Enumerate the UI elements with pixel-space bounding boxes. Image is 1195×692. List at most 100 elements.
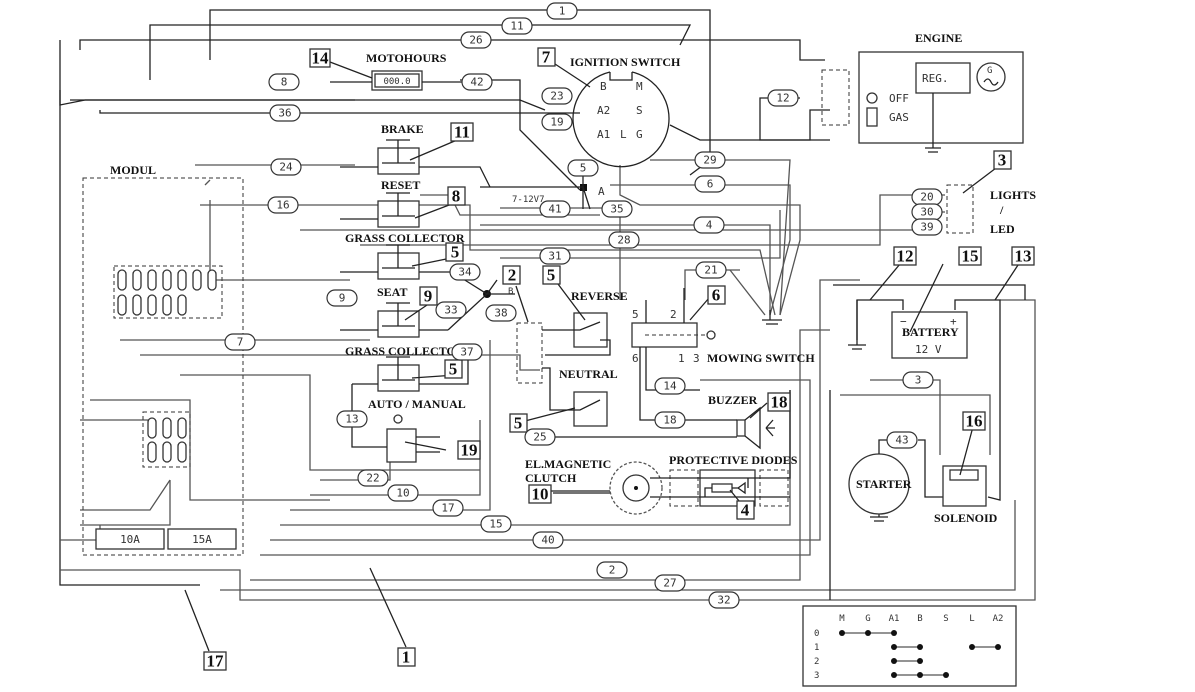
truth-table-dot bbox=[917, 644, 923, 650]
resistor-icon bbox=[711, 483, 733, 493]
svg-text:A1: A1 bbox=[597, 128, 610, 141]
wire-tag: 6 bbox=[694, 175, 726, 193]
generator-icon bbox=[976, 62, 1006, 92]
wire-tag: 21 bbox=[695, 261, 727, 279]
svg-text:3: 3 bbox=[693, 352, 700, 365]
svg-text:7-12V7: 7-12V7 bbox=[512, 195, 545, 205]
svg-text:32: 32 bbox=[717, 594, 730, 607]
engine-label: ENGINE bbox=[915, 31, 962, 45]
svg-text:6: 6 bbox=[712, 286, 721, 305]
ignition-switch-body bbox=[572, 71, 670, 168]
wire-tag: 17 bbox=[432, 499, 464, 517]
ref-5-grass2: 5 bbox=[444, 359, 463, 379]
svg-text:31: 31 bbox=[548, 250, 561, 263]
svg-text:25: 25 bbox=[533, 431, 546, 444]
mowing-switch: 5 2 6 1 3 MOWING SWITCH bbox=[631, 288, 815, 421]
modul-connector-pins bbox=[117, 269, 217, 316]
svg-text:33: 33 bbox=[444, 304, 457, 317]
truth-table-header: A2 bbox=[993, 614, 1004, 624]
wire-tag: 31 bbox=[539, 247, 571, 265]
svg-text:A2: A2 bbox=[597, 104, 610, 117]
ref-18: 18 bbox=[767, 392, 791, 412]
svg-text:11: 11 bbox=[510, 20, 523, 33]
wire-tag: 23 bbox=[541, 87, 573, 105]
auto-manual-switch: AUTO / MANUAL bbox=[351, 384, 466, 463]
wire-tag: 26 bbox=[460, 31, 492, 49]
modul-connector bbox=[113, 265, 223, 319]
svg-text:13: 13 bbox=[1015, 247, 1032, 266]
wire-tag: 40 bbox=[532, 531, 564, 549]
svg-text:12: 12 bbox=[897, 247, 914, 266]
svg-text:18: 18 bbox=[771, 393, 788, 412]
truth-table-dot bbox=[891, 658, 897, 664]
gas-valve bbox=[866, 107, 878, 127]
wire-tag: 24 bbox=[270, 158, 302, 176]
motohours-label: MOTOHOURS bbox=[366, 51, 447, 65]
svg-text:26: 26 bbox=[469, 34, 482, 47]
regulator bbox=[915, 62, 971, 94]
svg-text:5: 5 bbox=[451, 243, 460, 262]
buzzer: BUZZER bbox=[555, 393, 775, 450]
fuse-10a: 10A bbox=[120, 533, 140, 546]
wire-tag: 25 bbox=[524, 428, 556, 446]
engine-connector bbox=[821, 69, 850, 126]
svg-text:+: + bbox=[950, 315, 957, 328]
svg-text:RESET: RESET bbox=[381, 178, 420, 192]
svg-text:SOLENOID: SOLENOID bbox=[934, 511, 998, 525]
truth-table-header: S bbox=[943, 614, 948, 624]
truth-table-dot bbox=[943, 672, 949, 678]
svg-text:5: 5 bbox=[514, 414, 523, 433]
ref-16: 16 bbox=[962, 411, 986, 431]
modul-outline bbox=[82, 177, 244, 556]
svg-text:AUTO / MANUAL: AUTO / MANUAL bbox=[368, 397, 466, 411]
truth-table-position: 0 bbox=[814, 629, 819, 639]
motohours: MOTOHOURS 000.0 bbox=[330, 51, 470, 91]
wire-tag: 12 bbox=[767, 89, 799, 107]
ref-14: 14 bbox=[309, 48, 331, 68]
svg-text:8: 8 bbox=[281, 76, 288, 89]
wire-tag: 43 bbox=[886, 431, 918, 449]
ref-5-grass1: 5 bbox=[445, 242, 464, 262]
mowing-switch-label: MOWING SWITCH bbox=[707, 351, 815, 365]
wire-tag: 16 bbox=[267, 196, 299, 214]
el-magnetic-clutch: EL.MAGNETIC CLUTCH bbox=[525, 457, 663, 515]
svg-text:15: 15 bbox=[962, 247, 979, 266]
wire-tag: 1 bbox=[546, 2, 578, 20]
wire-tag: 9 bbox=[326, 289, 358, 307]
wire-tag: 28 bbox=[608, 231, 640, 249]
ref-4: 4 bbox=[736, 500, 755, 520]
ref-2: 2 bbox=[502, 265, 521, 285]
truth-table-dot bbox=[891, 672, 897, 678]
svg-text:−: − bbox=[900, 315, 907, 328]
svg-text:3: 3 bbox=[998, 151, 1007, 170]
reference-numbers: 14 7 11 8 5 9 5 19 2 5 5 6 18 10 4 3 12 … bbox=[203, 47, 1035, 671]
truth-table-position: 2 bbox=[814, 657, 819, 667]
protective-diodes: PROTECTIVE DIODES bbox=[650, 390, 798, 507]
wire-tag: 37 bbox=[451, 343, 483, 361]
svg-text:14: 14 bbox=[312, 49, 330, 68]
svg-text:7: 7 bbox=[542, 48, 551, 67]
svg-text:37: 37 bbox=[460, 346, 473, 359]
truth-table-position: 3 bbox=[814, 671, 819, 681]
svg-text:10: 10 bbox=[396, 487, 409, 500]
svg-text:6: 6 bbox=[632, 352, 639, 365]
truth-table-dot bbox=[891, 644, 897, 650]
svg-text:5: 5 bbox=[632, 308, 639, 321]
truth-table-dot bbox=[995, 644, 1001, 650]
wire-tag: 14 bbox=[654, 377, 686, 395]
svg-text:28: 28 bbox=[617, 234, 630, 247]
solenoid: SOLENOID bbox=[934, 465, 998, 525]
ref-12: 12 bbox=[893, 246, 917, 266]
svg-text:41: 41 bbox=[548, 203, 561, 216]
truth-table-header: G bbox=[865, 614, 870, 624]
svg-text:22: 22 bbox=[366, 472, 379, 485]
truth-table-dot bbox=[917, 672, 923, 678]
ignition-switch: IGNITION SWITCH B M A2 S A1 L G A 7-12V7 bbox=[480, 55, 681, 210]
svg-text:34: 34 bbox=[458, 266, 472, 279]
svg-text:5: 5 bbox=[449, 360, 458, 379]
modul-label: MODUL bbox=[110, 163, 156, 177]
svg-text:1: 1 bbox=[559, 5, 566, 18]
svg-text:12 V: 12 V bbox=[915, 343, 942, 356]
connector-2: B bbox=[508, 287, 543, 384]
